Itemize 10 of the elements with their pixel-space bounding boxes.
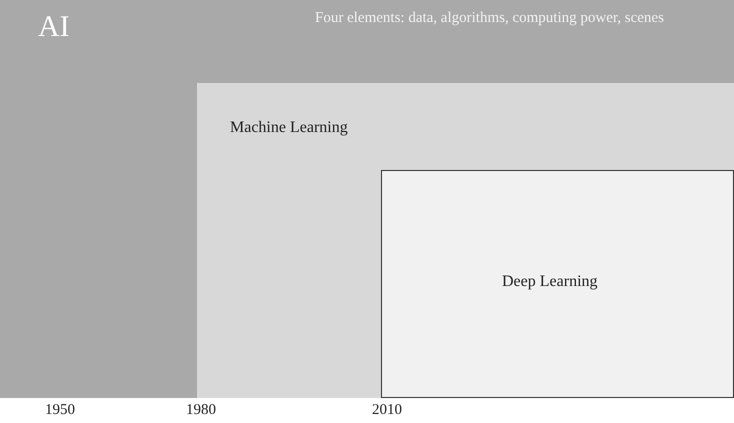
year-label: 2010 [372, 402, 402, 419]
area-title: AI [38, 10, 70, 44]
area-title: Machine Learning [230, 119, 348, 137]
nested-area [0, 0, 734, 398]
year-label: 1950 [45, 402, 75, 419]
year-label: 1980 [186, 402, 216, 419]
area-title: Deep Learning [502, 273, 598, 291]
area-note: Four elements: data, algorithms, computing power, scenes [315, 10, 664, 27]
nested-area [381, 170, 734, 398]
nested-area [197, 83, 734, 398]
